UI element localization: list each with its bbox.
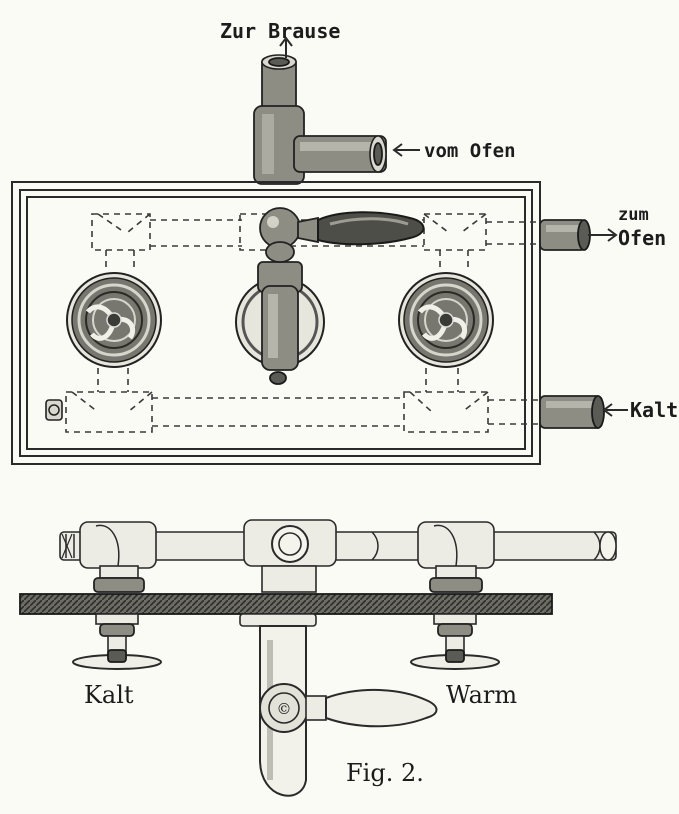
cold-inlet-pipe	[539, 395, 605, 429]
side-cold-valve-body	[79, 521, 157, 593]
warm-valve-wheel	[398, 272, 494, 368]
end-plug	[45, 399, 63, 421]
side-view: © Kalt Warm Fig. 2.	[19, 519, 617, 797]
figure-caption: Fig. 2.	[346, 759, 424, 787]
side-tap-handle: ©	[259, 683, 438, 733]
stove-supply-pipe	[293, 135, 387, 173]
wall-plate	[11, 181, 541, 465]
side-warm-valve-body	[417, 521, 495, 593]
top-view: Zur Brause vom Ofen zum Ofen Kalt	[11, 19, 678, 465]
label-warm-valve: Warm	[446, 681, 517, 709]
wall-section	[19, 593, 553, 615]
side-center-fitting	[243, 519, 337, 593]
label-zur-brause: Zur Brause	[220, 19, 340, 43]
label-vom-ofen: vom Ofen	[424, 140, 516, 162]
label-zum: zum	[618, 205, 649, 225]
cold-valve-wheel	[66, 272, 162, 368]
stove-return-pipe	[539, 219, 591, 251]
side-cold-handwheel	[72, 613, 162, 670]
label-ofen: Ofen	[618, 226, 666, 250]
flow-arrows	[279, 36, 628, 417]
side-warm-handwheel	[410, 613, 500, 670]
svg-text:©: ©	[277, 700, 292, 718]
label-kalt-valve: Kalt	[84, 681, 134, 709]
label-kalt-inlet: Kalt	[630, 398, 678, 422]
tap-handle	[297, 211, 425, 246]
hidden-piping	[65, 213, 540, 433]
mixing-tap	[235, 207, 325, 385]
